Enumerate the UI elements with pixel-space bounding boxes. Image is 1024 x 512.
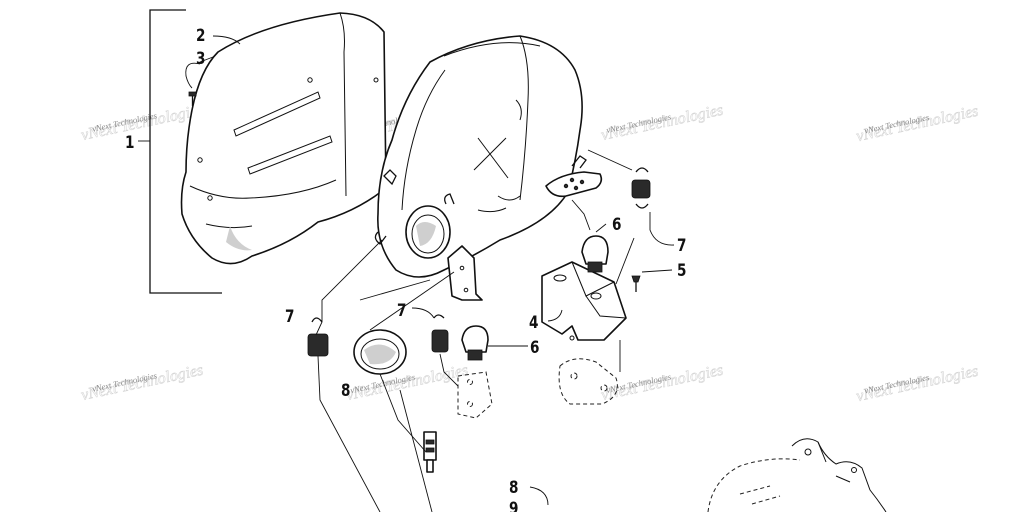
callout-2: 2 [196, 26, 205, 46]
callout-9: 9 [509, 499, 518, 512]
ghost-bracket-right [558, 358, 618, 405]
callout-1: 1 [125, 133, 134, 153]
ghost-frame-bottom-right [707, 438, 887, 512]
rubber-mount-upper [581, 235, 609, 273]
screw-part-3 [185, 62, 201, 106]
muffler [374, 35, 603, 301]
spring-center [431, 314, 449, 353]
spring-left [307, 317, 329, 357]
callout-8-upper: 8 [341, 381, 350, 401]
ghost-bracket-center [457, 371, 493, 419]
callout-8-lower: 8 [509, 478, 518, 498]
assembly-bracket [138, 9, 222, 294]
gasket [353, 329, 407, 375]
callout-7-right: 7 [677, 236, 686, 256]
callout-7-center: 7 [397, 301, 406, 321]
sensor [423, 431, 437, 473]
callout-5: 5 [677, 261, 686, 281]
callout-7-left: 7 [285, 307, 294, 327]
rivet-part-5 [631, 275, 641, 292]
callout-4: 4 [529, 313, 538, 333]
leader-lines [199, 35, 675, 512]
mounting-bracket [541, 261, 627, 341]
callout-6-lower: 6 [530, 338, 539, 358]
spring-right [631, 167, 651, 209]
heat-shield [180, 12, 387, 265]
callout-6-upper: 6 [612, 215, 621, 235]
callout-labels: 1 2 3 4 5 6 6 7 7 7 8 8 9 [125, 26, 686, 512]
rubber-mount-lower [461, 325, 489, 361]
callout-3: 3 [196, 49, 205, 69]
